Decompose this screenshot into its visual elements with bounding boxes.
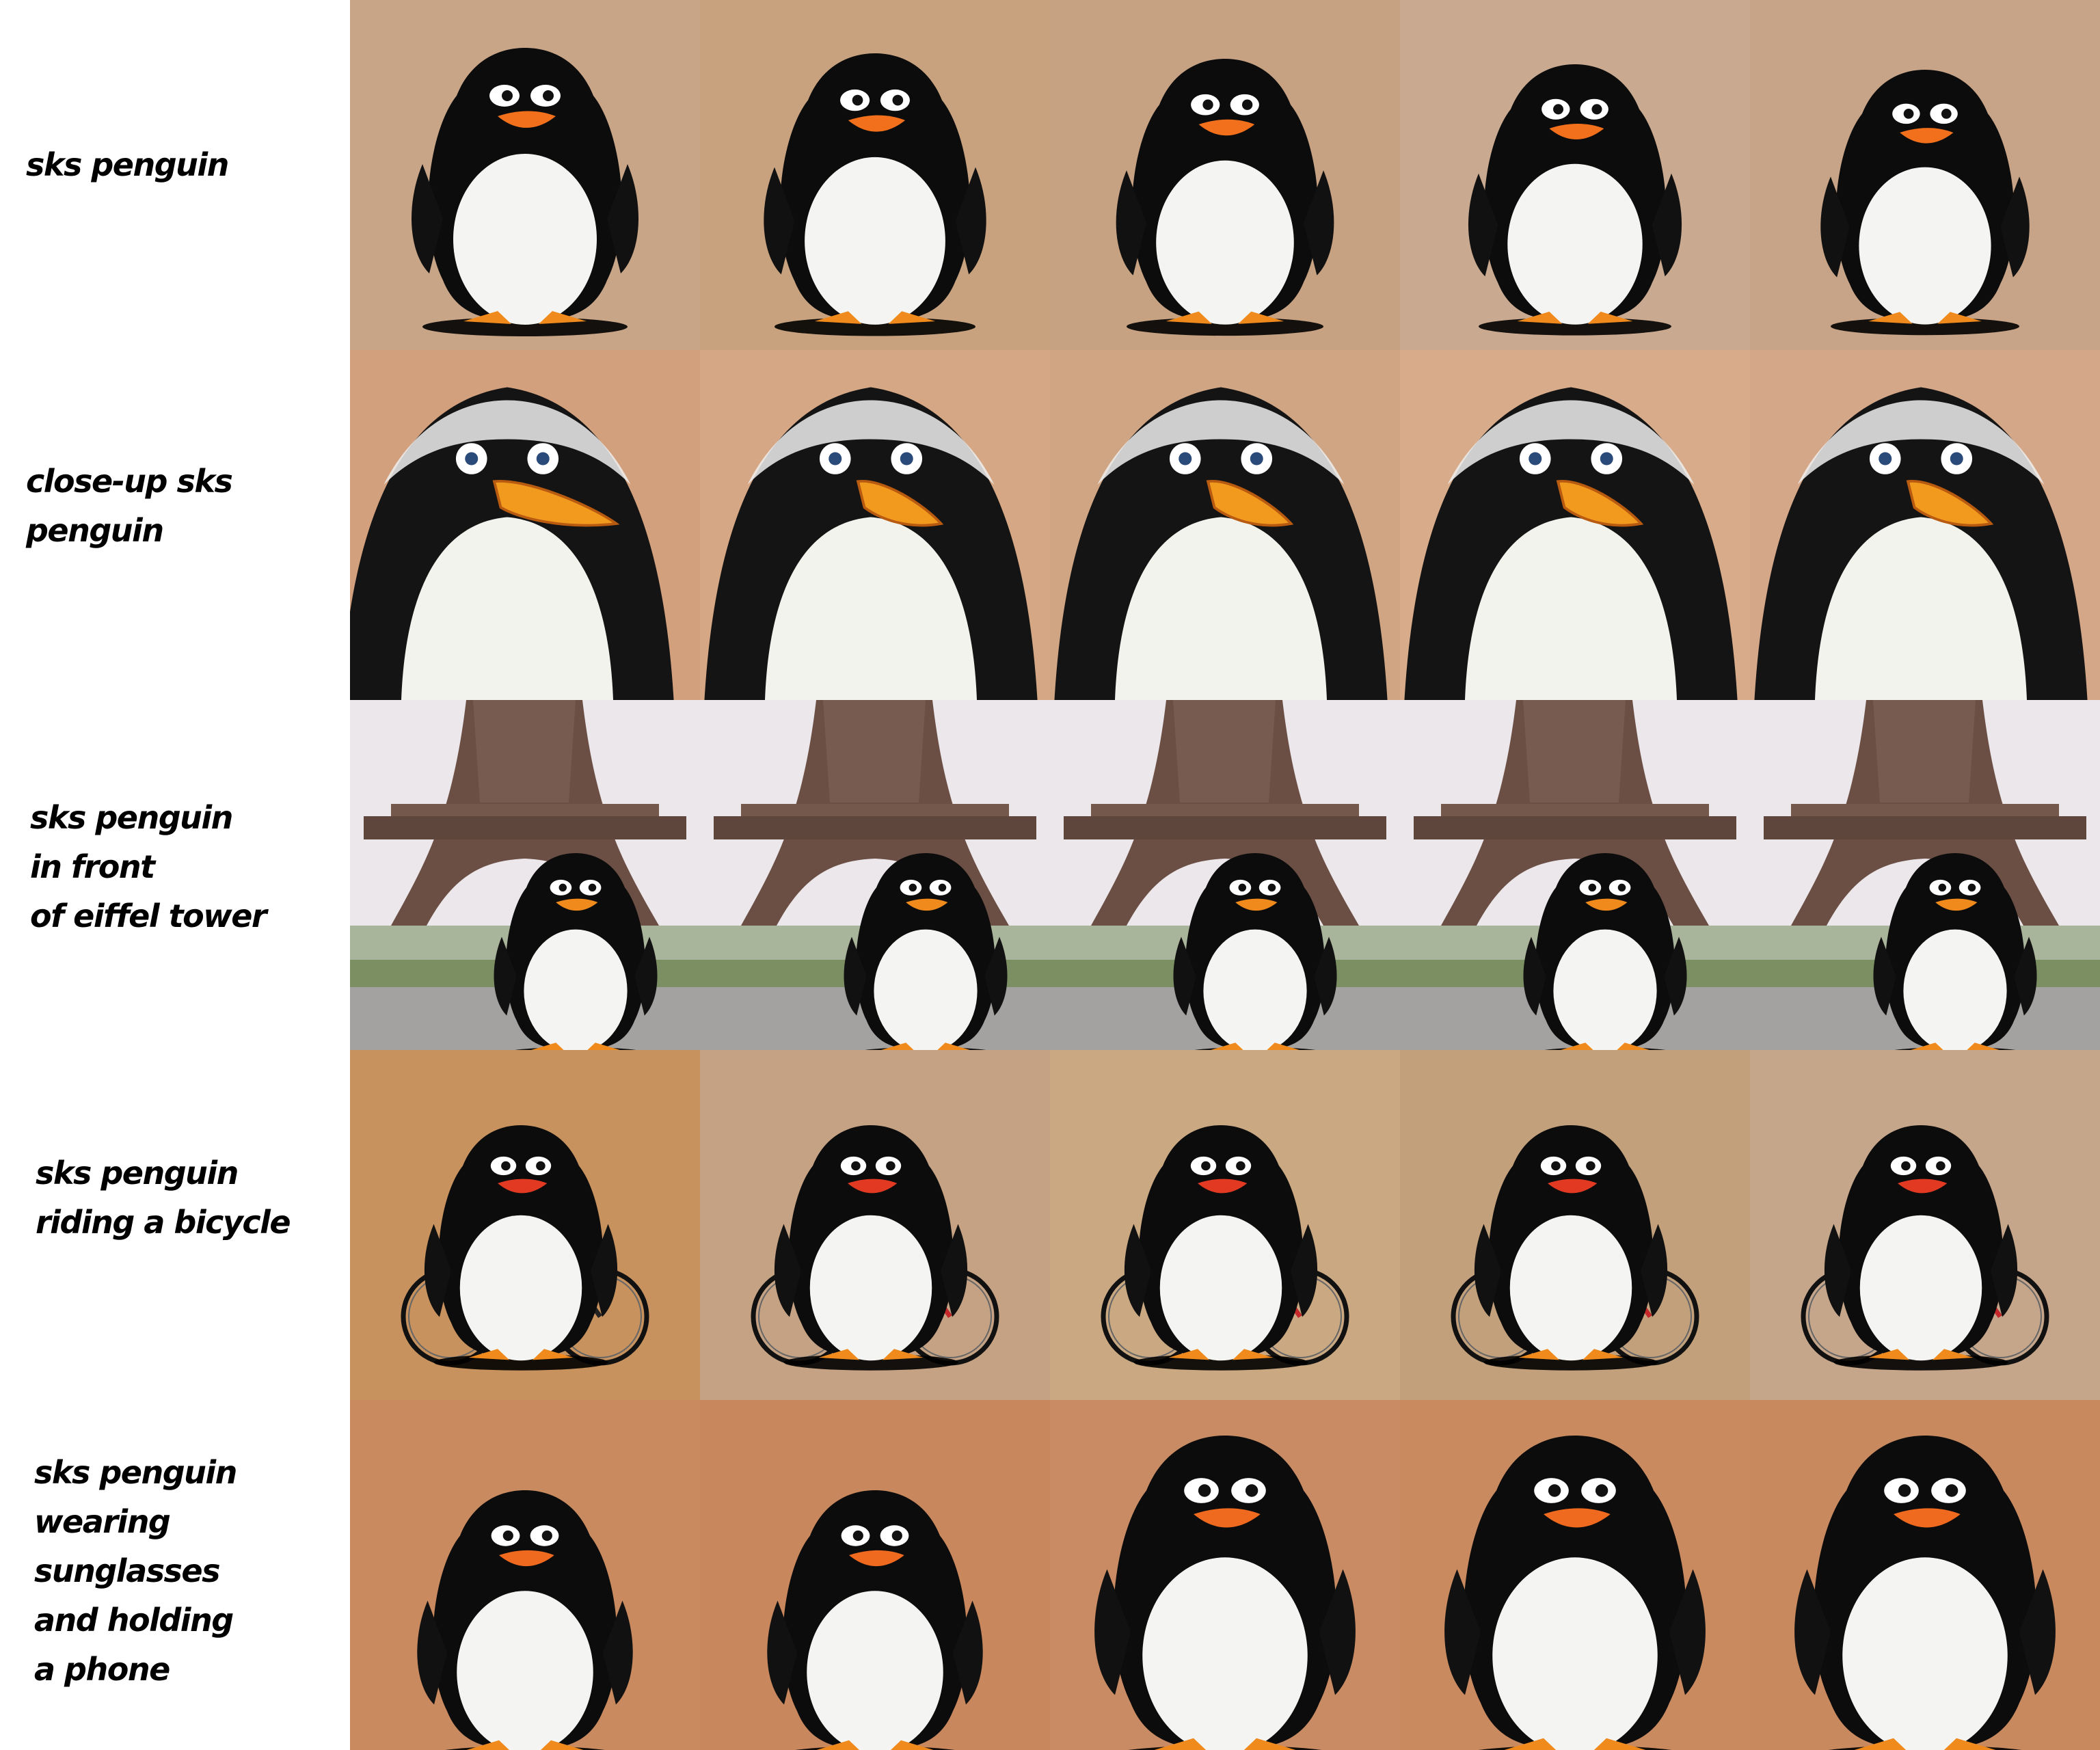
penguin-image bbox=[1050, 350, 1400, 700]
penguin-image bbox=[1750, 1050, 2100, 1400]
penguin-image bbox=[1750, 0, 2100, 350]
penguin-image bbox=[700, 0, 1050, 350]
sample-image bbox=[1050, 700, 1400, 1050]
penguin-image bbox=[1050, 700, 1400, 1050]
penguin-image bbox=[1400, 1050, 1750, 1400]
penguin-image bbox=[1750, 700, 2100, 1050]
sample-image bbox=[1400, 350, 1750, 700]
prompt-label-row-2: close-up sks penguin bbox=[26, 463, 233, 549]
prompt-label-row-3: sks penguin in front of eiffel tower bbox=[30, 799, 267, 934]
sample-image bbox=[1750, 0, 2100, 350]
prompt-label-row-1: sks penguin bbox=[26, 146, 229, 183]
penguin-image bbox=[350, 350, 700, 700]
penguin-image bbox=[1400, 1400, 1750, 1750]
sample-image-grid bbox=[350, 0, 2100, 1750]
penguin-image bbox=[1050, 1050, 1400, 1400]
sample-image bbox=[700, 1050, 1050, 1400]
sample-image bbox=[1400, 1050, 1750, 1400]
sample-image bbox=[700, 350, 1050, 700]
penguin-image bbox=[1400, 700, 1750, 1050]
sample-image bbox=[1750, 1050, 2100, 1400]
sample-image bbox=[1400, 700, 1750, 1050]
sample-image bbox=[1400, 1400, 1750, 1750]
sample-image bbox=[700, 700, 1050, 1050]
sample-image bbox=[350, 1050, 700, 1400]
penguin-image bbox=[1750, 350, 2100, 700]
penguin-image bbox=[350, 1400, 700, 1750]
sample-image bbox=[350, 0, 700, 350]
penguin-image bbox=[700, 1400, 1050, 1750]
prompt-label-row-5: sks penguin wearing sunglasses and holdi… bbox=[34, 1454, 237, 1688]
penguin-image bbox=[350, 0, 700, 350]
sample-image bbox=[1050, 1050, 1400, 1400]
sample-image bbox=[1050, 0, 1400, 350]
penguin-image bbox=[700, 700, 1050, 1050]
penguin-image bbox=[1400, 0, 1750, 350]
sample-image bbox=[700, 1400, 1050, 1750]
sample-image bbox=[1750, 350, 2100, 700]
sample-image bbox=[1750, 1400, 2100, 1750]
penguin-image bbox=[1050, 1400, 1400, 1750]
sample-image bbox=[700, 0, 1050, 350]
sample-image bbox=[1050, 1400, 1400, 1750]
prompt-column: sks penguin close-up sks penguin sks pen… bbox=[0, 0, 350, 1750]
sample-image bbox=[1750, 700, 2100, 1050]
sample-image bbox=[350, 1400, 700, 1750]
prompt-label-row-4: sks penguin riding a bicycle bbox=[36, 1155, 291, 1241]
penguin-image bbox=[700, 1050, 1050, 1400]
sample-image bbox=[1050, 350, 1400, 700]
penguin-image bbox=[700, 350, 1050, 700]
sample-image bbox=[350, 700, 700, 1050]
penguin-image bbox=[1400, 350, 1750, 700]
penguin-image bbox=[1050, 0, 1400, 350]
sample-image bbox=[350, 350, 700, 700]
sample-image bbox=[1400, 0, 1750, 350]
penguin-image bbox=[1750, 1400, 2100, 1750]
penguin-image bbox=[350, 1050, 700, 1400]
penguin-image bbox=[350, 700, 700, 1050]
